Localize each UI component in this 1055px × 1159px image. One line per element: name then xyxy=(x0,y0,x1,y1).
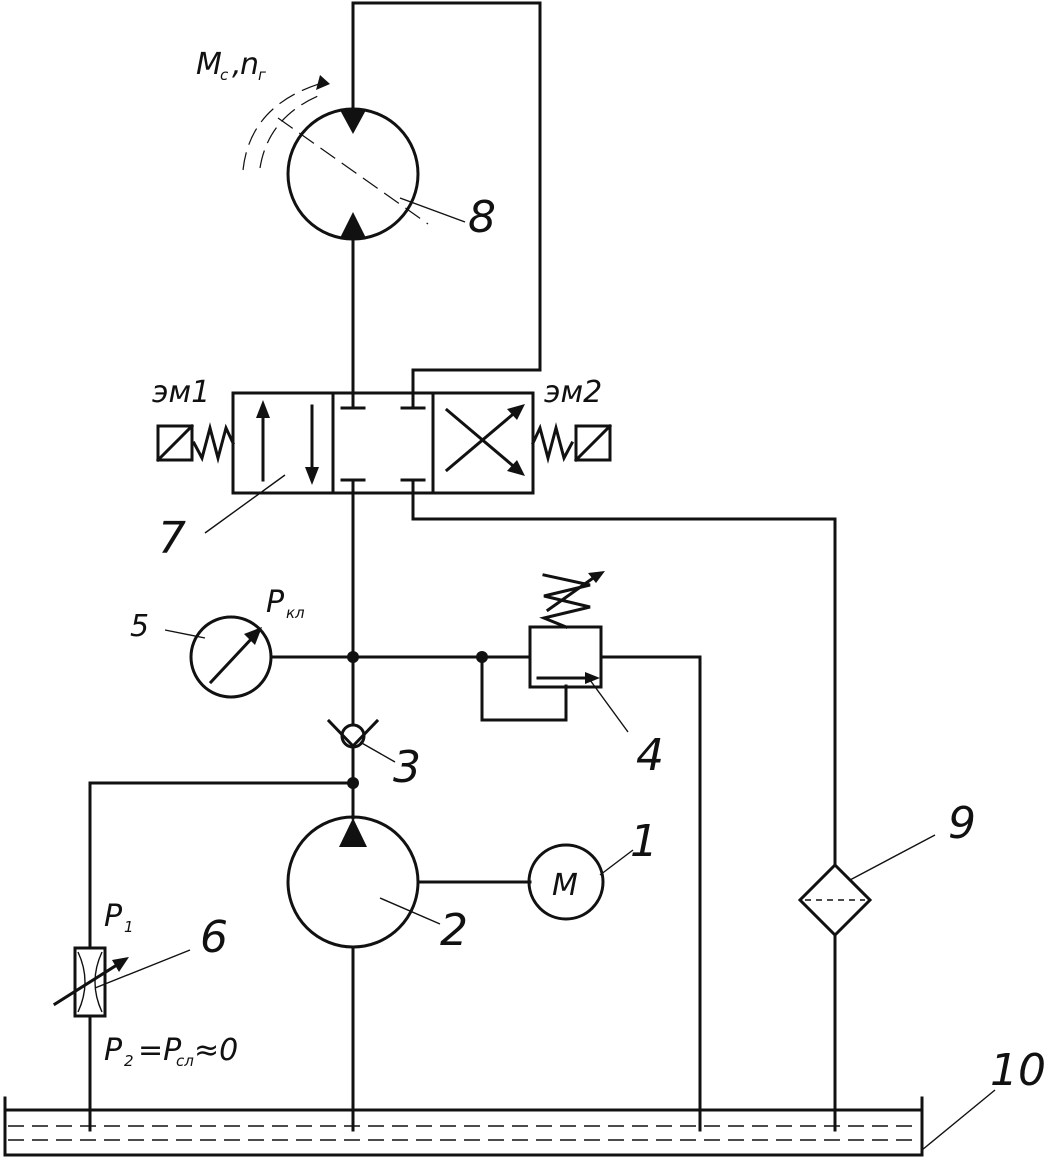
callout-1: 1 xyxy=(630,816,658,867)
motor-symbol-label: М xyxy=(552,868,578,903)
relief-valve-4 xyxy=(528,571,629,733)
relief-pressure-label: Р xyxy=(266,585,285,620)
tank-10 xyxy=(3,1089,996,1157)
directional-valve-7 xyxy=(155,391,613,534)
relief-pressure-sub: кл xyxy=(286,604,305,622)
junctions xyxy=(347,651,488,789)
p2-label: Р xyxy=(104,1033,123,1068)
callout-numbers: 1 2 3 4 5 6 7 8 9 10 xyxy=(130,192,1046,1096)
p2-sub: 2 xyxy=(124,1052,134,1070)
p1-sub: 1 xyxy=(124,918,134,936)
pipelines xyxy=(88,1,837,1132)
throttle-6 xyxy=(52,946,191,1018)
callout-10: 10 xyxy=(990,1045,1046,1096)
callout-9: 9 xyxy=(948,798,976,849)
torque-label: М xyxy=(196,47,222,82)
callout-3: 3 xyxy=(393,742,421,793)
filter-9 xyxy=(797,834,936,938)
labels: М с , n г эм1 эм2 Р кл М Р 1 Р 2 =Р сл ≈… xyxy=(104,47,602,1070)
p1-label: Р xyxy=(104,899,123,934)
callout-7: 7 xyxy=(158,513,186,564)
approx-zero: ≈0 xyxy=(194,1033,238,1068)
pump-2 xyxy=(286,815,441,949)
speed-sub: г xyxy=(258,66,266,84)
em2-label: эм2 xyxy=(544,375,602,410)
callout-4: 4 xyxy=(636,730,664,781)
em1-label: эм1 xyxy=(152,375,210,410)
speed-label: n xyxy=(240,47,259,82)
callout-2: 2 xyxy=(440,905,468,956)
pressure-gauge-5 xyxy=(164,615,273,699)
check-valve-3 xyxy=(326,718,396,763)
torque-sub: с xyxy=(220,66,229,84)
callout-8: 8 xyxy=(468,192,496,243)
svg-text:,: , xyxy=(232,47,242,82)
pdrain-sub: сл xyxy=(176,1052,194,1070)
callout-5: 5 xyxy=(130,609,149,644)
pdrain-label: =Р xyxy=(138,1033,182,1068)
electric-motor-1 xyxy=(527,843,634,921)
callout-6: 6 xyxy=(200,912,228,963)
